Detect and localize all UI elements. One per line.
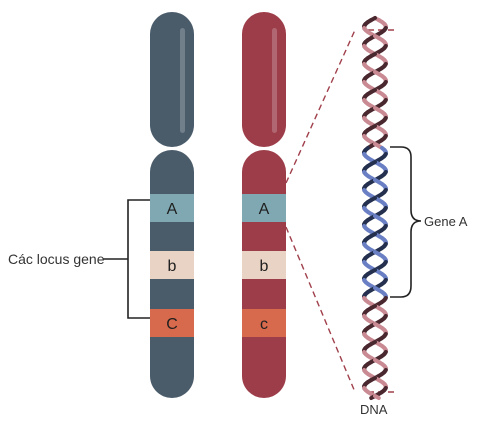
- chromosome-left: A b C: [150, 12, 194, 398]
- band-left-C-label: C: [166, 316, 178, 333]
- gene-label: Gene A: [424, 214, 468, 229]
- chromosome-right-highlight: [272, 28, 277, 133]
- band-left-A-label: A: [167, 201, 178, 218]
- dna-label: DNA: [360, 402, 388, 417]
- chromosome-right: A b c: [242, 12, 286, 398]
- dna-helix: [362, 16, 388, 400]
- dna-strand-2-segment: [373, 394, 381, 400]
- band-right-b-label: b: [260, 258, 269, 275]
- gene-bracket: [390, 146, 422, 298]
- band-right-b: [242, 251, 286, 279]
- band-right-c: [242, 309, 286, 337]
- band-right-A-label: A: [259, 201, 270, 218]
- band-right-c-label: c: [260, 316, 268, 333]
- loci-label: Các locus gene: [8, 251, 105, 267]
- chromosome-right-upper-arm: [242, 12, 286, 147]
- band-right-A: [242, 194, 286, 222]
- band-left-A: [150, 194, 194, 222]
- chromosome-left-highlight: [180, 28, 185, 133]
- loci-bracket: [103, 199, 150, 319]
- band-left-b: [150, 251, 194, 279]
- band-left-C: [150, 309, 194, 337]
- chromosome-left-upper-arm: [150, 12, 194, 147]
- band-left-b-label: b: [168, 258, 177, 275]
